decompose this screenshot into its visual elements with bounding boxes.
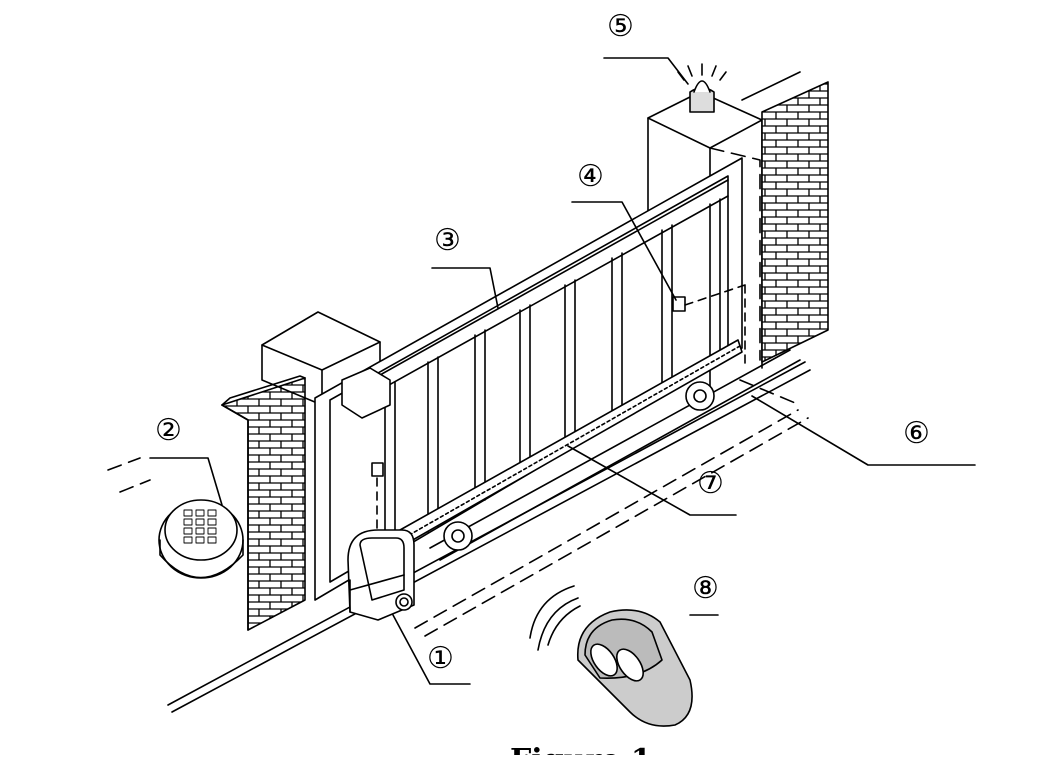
cable-conduit xyxy=(414,147,809,637)
warning-lamp xyxy=(677,63,727,113)
figure-caption: Figure 1 xyxy=(510,743,652,755)
callout-gate: ③ xyxy=(434,223,461,258)
callout-rack: ⑦ xyxy=(697,466,724,501)
right-brick-wall xyxy=(741,71,829,363)
leader-lines xyxy=(149,57,976,685)
callout-cable: ⑥ xyxy=(903,416,930,451)
gate-wheel-left xyxy=(443,521,473,551)
gate-motor xyxy=(347,529,415,621)
gate-wheel-right xyxy=(685,381,715,411)
callout-remote: ⑧ xyxy=(692,571,719,606)
keypad xyxy=(158,499,244,579)
remote-control xyxy=(529,585,693,727)
callout-lamp: ⑤ xyxy=(607,9,634,44)
callout-motor: ① xyxy=(427,641,454,676)
callout-photocell: ④ xyxy=(577,159,604,194)
sliding-gate xyxy=(314,157,801,601)
callout-keypad: ② xyxy=(155,413,182,448)
keypad-buttons xyxy=(183,509,217,544)
left-brick-wall xyxy=(221,375,306,631)
